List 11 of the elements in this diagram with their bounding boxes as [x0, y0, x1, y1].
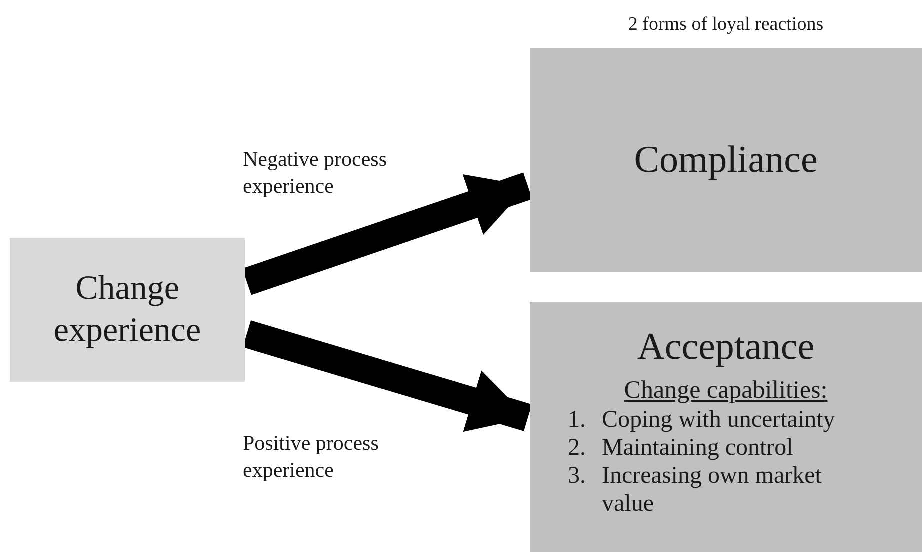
box-title: Change experience [52, 269, 202, 351]
box-title: Compliance [634, 138, 818, 183]
process-box [530, 302, 922, 552]
list-item: 1. Coping with uncertainty [568, 406, 836, 434]
subheading: Change capabilities: [624, 376, 828, 406]
process-box [530, 48, 922, 272]
box-title: Acceptance [637, 325, 815, 370]
list-item: 3. Increasing own market value [568, 462, 823, 518]
process-box [10, 238, 245, 382]
list-item: 2. Maintaining control [568, 434, 794, 462]
diagram-title: 2 forms of loyal reactions [627, 14, 825, 36]
